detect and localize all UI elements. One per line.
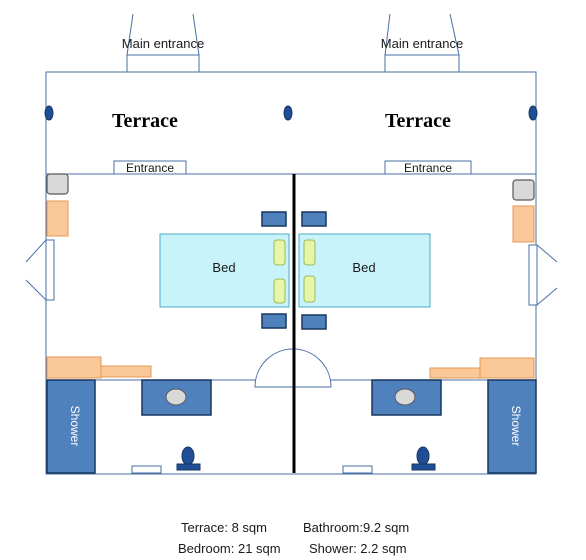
- entrance-label-left: Entrance: [126, 161, 174, 175]
- bench: [100, 365, 152, 378]
- bed-label-left: Bed: [212, 260, 235, 275]
- entrance-label-right: Entrance: [404, 161, 452, 175]
- bed-right: [298, 233, 431, 308]
- shower-right: [487, 379, 537, 474]
- bed-label-right: Bed: [352, 260, 375, 275]
- floor-vent: [342, 465, 373, 474]
- cabinet: [46, 173, 69, 195]
- wall-lamp: [528, 105, 538, 121]
- sink-basin-right: [394, 388, 416, 406]
- shower-left: [46, 379, 96, 474]
- wardrobe: [46, 200, 69, 237]
- nightstand: [261, 313, 287, 329]
- terrace-label-right: Terrace: [385, 110, 451, 132]
- toilet-right: [411, 446, 436, 471]
- shower-area-text: Shower: 2.2 sqm: [309, 541, 407, 556]
- main-entrance-label-left: Main entrance: [122, 36, 204, 51]
- window-right: [528, 244, 558, 306]
- nightstand: [261, 211, 287, 227]
- nightstand: [301, 314, 327, 330]
- bedroom-area-text: Bedroom: 21 sqm: [178, 541, 281, 556]
- pillow: [303, 239, 316, 266]
- bench: [479, 357, 535, 379]
- floor-vent: [131, 465, 162, 474]
- main-door-swing-left: [126, 13, 200, 56]
- terrace-label-left: Terrace: [112, 110, 178, 132]
- shower-label-left: Shower: [68, 406, 82, 447]
- pillow: [273, 239, 286, 266]
- pillow: [303, 275, 316, 303]
- main-entrance-label-right: Main entrance: [381, 36, 463, 51]
- sink-basin-left: [165, 388, 187, 406]
- pillow: [273, 278, 286, 304]
- toilet-left: [176, 446, 201, 471]
- terrace-area-text: Terrace: 8 sqm: [181, 520, 267, 535]
- terrace-area: [45, 71, 537, 175]
- bathroom-area-text: Bathroom:9.2 sqm: [303, 520, 410, 535]
- wall-lamp: [44, 105, 54, 121]
- cabinet: [512, 179, 535, 201]
- sink-cabinet-left: [141, 379, 212, 416]
- main-door-swing-right: [384, 13, 460, 56]
- wardrobe: [512, 205, 535, 243]
- nightstand: [301, 211, 327, 227]
- window-left: [25, 239, 55, 301]
- shower-label-right: Shower: [509, 406, 523, 447]
- bed-left: [159, 233, 290, 308]
- wall-lamp: [283, 105, 293, 121]
- bedroom-area: [45, 173, 537, 475]
